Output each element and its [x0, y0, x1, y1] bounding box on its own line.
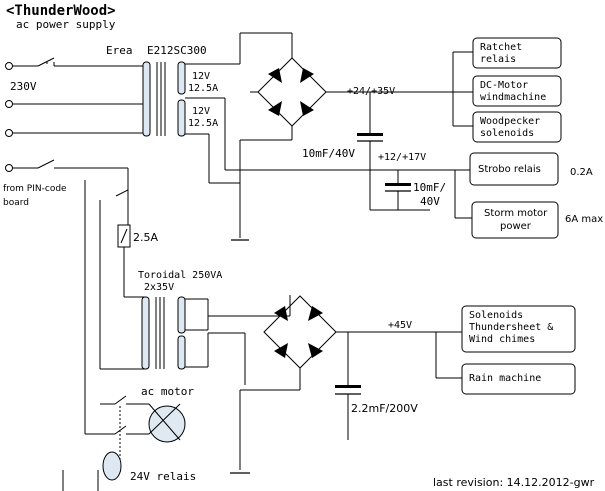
sec2-voltage: 12V — [192, 106, 210, 117]
pin-board-label-2: board — [3, 198, 29, 208]
ac-motor-section: ac motor 24V relais — [62, 180, 196, 491]
rail2-voltage: +12/+17V — [378, 152, 426, 163]
pin-switch — [37, 159, 55, 169]
svg-text:solenoids: solenoids — [480, 128, 534, 139]
ac-motor-icon — [148, 405, 186, 443]
storm-current: 6A max — [565, 214, 603, 225]
svg-text:Solenoids: Solenoids — [469, 310, 523, 321]
terminal-l1 — [5, 62, 13, 70]
capacitor-1: 10mF/40V — [302, 92, 383, 210]
bridge-rectifier-2: +45V — [263, 295, 465, 369]
relay-switch-1 — [114, 395, 127, 405]
svg-text:Storm motor: Storm motor — [484, 208, 548, 219]
svg-text:relais: relais — [480, 54, 516, 65]
diagram-subtitle: ac power supply — [16, 18, 116, 31]
svg-text:DC-Motor: DC-Motor — [480, 80, 528, 91]
terminal-l3 — [5, 129, 13, 137]
terminal-l2 — [5, 100, 13, 108]
terminal-l4 — [5, 164, 13, 172]
bridge-rectifier-1: +24/+35V — [250, 57, 470, 127]
transformer-1-brand: Erea — [106, 44, 133, 57]
transformer-2-secondary: 2x35V — [144, 282, 174, 293]
transformer-2: Toroidal 250VA 2x35V — [99, 200, 301, 474]
load-strobo-relais: Strobo relais 0.2A — [469, 152, 593, 186]
transformer-2-name: Toroidal 250VA — [138, 270, 222, 281]
mains-switch — [37, 57, 55, 67]
rail3-voltage: +45V — [388, 320, 412, 331]
relays-label: 24V relais — [130, 470, 196, 483]
mains-input: 230V from PIN-code board — [3, 57, 146, 208]
capacitor-2-label-2: 40V — [420, 195, 440, 208]
load-woodpecker: Woodpecker solenoids — [472, 111, 562, 143]
capacitor-1-label: 10mF/40V — [302, 147, 355, 160]
relay-coil-icon — [102, 451, 122, 481]
fuse: 2.5A — [115, 168, 158, 298]
strobo-current: 0.2A — [570, 167, 593, 178]
svg-text:Ratchet: Ratchet — [480, 42, 522, 53]
svg-text:Wind chimes: Wind chimes — [469, 334, 535, 345]
rail1-voltage: +24/+35V — [347, 86, 395, 97]
mains-voltage-label: 230V — [10, 80, 37, 93]
transformer-1: Erea E212SC300 12V 12.5A 12V 12.5A — [106, 32, 470, 241]
sec2-current: 12.5A — [188, 118, 218, 129]
rail-2: +12/+17V 10mF/ 40V — [370, 152, 472, 219]
svg-text:Woodpecker: Woodpecker — [480, 116, 540, 127]
svg-text:Rain machine: Rain machine — [469, 373, 541, 384]
load-rain-machine: Rain machine — [461, 363, 576, 395]
capacitor-3: 2.2mF/200V — [335, 332, 418, 440]
sec1-voltage: 12V — [192, 71, 210, 82]
load-dc-motor: DC-Motor windmachine — [472, 75, 562, 107]
svg-text:Thundersheet &: Thundersheet & — [469, 322, 553, 333]
svg-text:power: power — [500, 221, 532, 232]
diagram-title: <ThunderWood> — [6, 3, 116, 19]
pin-board-label-1: from PIN-code — [3, 184, 67, 194]
svg-text:Strobo relais: Strobo relais — [478, 164, 541, 175]
transformer-1-model: E212SC300 — [147, 44, 207, 57]
load-storm-motor: Storm motor power 6A max — [471, 201, 603, 239]
load-ratchet-relais: Ratchet relais — [472, 37, 562, 69]
svg-text:windmachine: windmachine — [480, 92, 546, 103]
fuse-rating: 2.5A — [133, 231, 158, 244]
load-solenoids-thundersheet: Solenoids Thundersheet & Wind chimes — [461, 305, 576, 353]
ac-motor-label: ac motor — [141, 385, 194, 398]
capacitor-2-label-1: 10mF/ — [413, 181, 446, 194]
revision-note: last revision: 14.12.2012-gwr — [433, 476, 595, 489]
sec1-current: 12.5A — [188, 83, 218, 94]
capacitor-3-label: 2.2mF/200V — [351, 402, 418, 415]
